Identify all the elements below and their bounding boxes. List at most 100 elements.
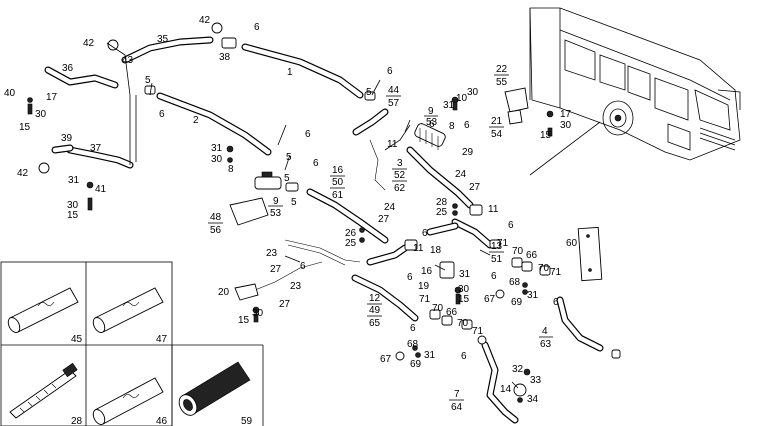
callout-17b: 17 (560, 109, 572, 120)
callout-34: 34 (527, 394, 539, 405)
callout-6i: 6 (422, 228, 428, 239)
callout-70d: 70 (457, 318, 469, 329)
fraction-labels: 44 57 9 53 22 55 21 54 3 52 62 16 50 61 … (208, 64, 553, 413)
callout-27a: 27 (469, 182, 481, 193)
callout-1: 1 (287, 67, 293, 78)
callout-15c: 15 (540, 130, 552, 141)
callout-69b: 69 (410, 359, 422, 370)
callout-6o: 6 (461, 351, 467, 362)
callout-37: 37 (90, 143, 102, 154)
callout-11b: 11 (488, 204, 499, 215)
fraction-num-44: 44 (388, 85, 400, 96)
callout-25a: 25 (436, 207, 448, 218)
callout-6l: 6 (491, 271, 497, 282)
callout-18: 18 (430, 245, 442, 256)
callout-27d: 27 (279, 299, 291, 310)
callout-68a: 68 (509, 277, 521, 288)
callout-32: 32 (512, 364, 524, 375)
callout-31a: 31 (68, 175, 80, 186)
callout-8b: 8 (449, 121, 455, 132)
panel-caption-46: 46 (156, 416, 168, 426)
callout-68b: 68 (407, 339, 419, 350)
callout-5c: 5 (286, 152, 292, 163)
callout-15e: 15 (238, 315, 250, 326)
callout-71c: 71 (419, 294, 431, 305)
callout-27b: 27 (378, 214, 390, 225)
callout-15d: 15 (458, 294, 470, 305)
callout-31f: 31 (424, 350, 436, 361)
callout-30f: 30 (458, 284, 470, 295)
fraction-den-57: 57 (388, 98, 400, 109)
fraction-den-49: 49 (369, 305, 381, 316)
fraction-num-4: 4 (542, 326, 548, 337)
callout-6j: 6 (300, 261, 306, 272)
callout-42b: 42 (83, 38, 95, 49)
fraction-den-55: 55 (496, 77, 508, 88)
callout-70b: 70 (538, 263, 550, 274)
callout-71d: 71 (472, 326, 484, 337)
bus-illustration (529, 7, 741, 176)
fraction-num-7: 7 (454, 389, 460, 400)
callout-40: 40 (4, 88, 16, 99)
callout-6a: 6 (254, 22, 260, 33)
callout-6g: 6 (464, 120, 470, 131)
callout-6m: 6 (553, 297, 559, 308)
callout-10: 10 (456, 93, 468, 104)
fraction-num-12: 12 (369, 293, 381, 304)
callout-42a: 42 (199, 15, 211, 26)
callout-27c: 27 (270, 264, 282, 275)
callout-6h: 6 (508, 220, 514, 231)
fraction-den-62: 62 (394, 183, 406, 194)
callout-71b: 71 (550, 267, 562, 278)
callout-70c: 70 (432, 303, 444, 314)
callout-30g: 30 (252, 308, 264, 319)
callout-29: 29 (462, 147, 474, 158)
panel-59-sleeve (178, 361, 251, 416)
callout-6n: 6 (410, 323, 416, 334)
callout-42c: 42 (17, 168, 29, 179)
callout-69a: 69 (511, 297, 523, 308)
panel-46-hose (92, 377, 164, 425)
callout-5d: 5 (284, 173, 290, 184)
callout-16: 16 (421, 266, 433, 277)
components (38, 22, 621, 397)
fraction-num-9a: 9 (428, 106, 434, 117)
callout-11c: 11 (413, 243, 424, 254)
callout-31c: 31 (443, 100, 455, 111)
fraction-den-54: 54 (491, 129, 503, 140)
callout-15a: 15 (19, 122, 31, 133)
callout-6k: 6 (407, 272, 413, 283)
callout-15b: 15 (67, 210, 79, 221)
fraction-den-52: 52 (394, 170, 406, 181)
callout-60: 60 (566, 238, 578, 249)
panel-caption-59: 59 (241, 416, 253, 426)
fraction-num-48: 48 (210, 212, 222, 223)
fraction-den-50: 50 (332, 177, 344, 188)
callout-30a: 30 (35, 109, 47, 120)
callout-66b: 66 (446, 307, 458, 318)
panel-caption-28: 28 (71, 416, 83, 426)
fraction-den-51: 51 (491, 254, 503, 265)
callout-71a: 71 (497, 238, 509, 249)
callout-25b: 25 (345, 238, 357, 249)
fraction-den-53a: 53 (426, 117, 438, 128)
callout-11a: 11 (387, 139, 398, 150)
callout-labels: 42 6 35 38 42 43 36 40 17 30 15 5 6 1 6 … (4, 15, 578, 405)
callout-24b: 24 (384, 202, 396, 213)
callout-30e: 30 (560, 120, 572, 131)
callout-66a: 66 (526, 250, 538, 261)
callout-5a: 5 (145, 75, 151, 86)
fraction-num-22: 22 (496, 64, 508, 75)
callout-67b: 67 (380, 354, 392, 365)
fraction-den-63: 63 (540, 339, 552, 350)
fraction-num-13: 13 (491, 241, 503, 252)
callout-6c: 6 (387, 66, 393, 77)
callout-31b: 31 (211, 143, 223, 154)
callout-6d: 6 (305, 129, 311, 140)
callout-35: 35 (157, 34, 169, 45)
callout-30b: 30 (67, 200, 79, 211)
callout-39: 39 (61, 133, 73, 144)
callout-33: 33 (530, 375, 542, 386)
fraction-den-61: 61 (332, 190, 344, 201)
leader-lines (106, 42, 519, 389)
